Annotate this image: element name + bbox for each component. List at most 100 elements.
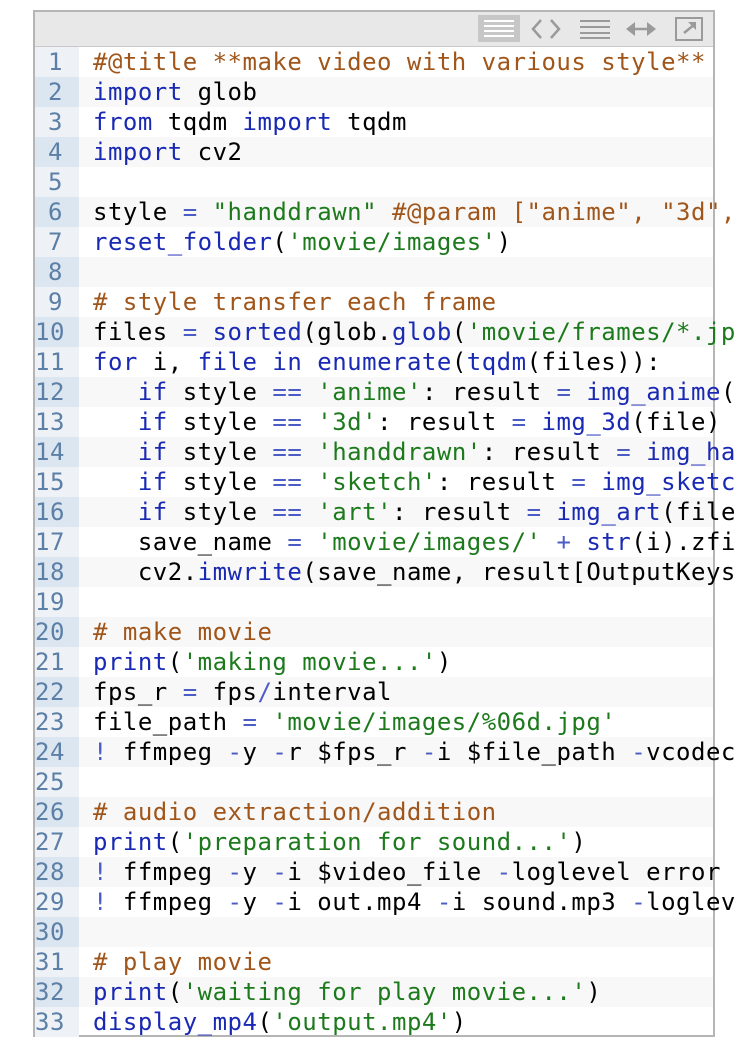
code-token bbox=[302, 528, 317, 556]
code-token bbox=[257, 708, 272, 736]
wrap-button[interactable] bbox=[578, 15, 612, 42]
code-token bbox=[257, 348, 272, 376]
code-token: ) bbox=[571, 828, 587, 856]
code-token: reset_folder bbox=[93, 228, 273, 256]
code-token: = bbox=[242, 708, 258, 736]
code-token: r $fps_r bbox=[287, 738, 422, 766]
code-token: == bbox=[272, 468, 303, 496]
code-token: - bbox=[631, 738, 647, 766]
view-source-button[interactable] bbox=[478, 15, 520, 42]
code-token: (save_name, result[OutputKeys bbox=[302, 558, 736, 586]
code-token: img_ha bbox=[646, 438, 736, 466]
code-line: 29! ffmpeg -y -i out.mp4 -i sound.mp3 -l… bbox=[35, 887, 735, 917]
code-token: - bbox=[631, 888, 647, 916]
code-token: if bbox=[137, 498, 168, 526]
line-number: 2 bbox=[35, 77, 79, 107]
code-token: str bbox=[586, 528, 632, 556]
code-token: #@param ["anime", "3d", bbox=[392, 198, 736, 226]
code-token: ( bbox=[167, 828, 183, 856]
code-token: (glob. bbox=[302, 318, 393, 346]
code-token: print bbox=[93, 828, 168, 856]
line-number: 29 bbox=[35, 887, 79, 917]
code-text: files = sorted(glob.glob('movie/frames/*… bbox=[79, 317, 736, 347]
code-token bbox=[302, 408, 317, 436]
code-token: - bbox=[436, 888, 452, 916]
code-text: # style transfer each frame bbox=[79, 287, 497, 317]
line-number: 8 bbox=[35, 257, 79, 287]
line-number: 21 bbox=[35, 647, 79, 677]
code-token: ffmpeg bbox=[107, 858, 228, 886]
code-token: cv2 bbox=[182, 138, 243, 166]
line-number: 9 bbox=[35, 287, 79, 317]
line-number: 13 bbox=[35, 407, 79, 437]
code-token: 'anime' bbox=[317, 378, 422, 406]
code-line: 2 import glob bbox=[35, 77, 713, 107]
code-token: save_name bbox=[93, 528, 288, 556]
code-token: if bbox=[137, 408, 168, 436]
code-button[interactable] bbox=[529, 15, 563, 42]
line-number: 23 bbox=[35, 707, 79, 737]
code-token: y bbox=[242, 738, 273, 766]
line-number: 5 bbox=[35, 167, 79, 197]
code-token: == bbox=[272, 438, 303, 466]
code-token: ! bbox=[93, 738, 108, 766]
code-token: tqdm bbox=[152, 108, 243, 136]
code-token bbox=[302, 348, 317, 376]
code-token: ffmpeg bbox=[107, 738, 228, 766]
code-token: - bbox=[272, 888, 288, 916]
line-number: 6 bbox=[35, 197, 79, 227]
code-token bbox=[198, 318, 213, 346]
code-token: : result bbox=[421, 378, 557, 406]
code-token: (i).zfi bbox=[631, 528, 736, 556]
code-token: == bbox=[272, 408, 303, 436]
code-token bbox=[527, 408, 542, 436]
code-token: display_mp4 bbox=[93, 1008, 258, 1036]
code-token: loglev bbox=[646, 888, 736, 916]
code-token: fps_r bbox=[93, 678, 183, 706]
code-area[interactable]: 1#@title **make video with various style… bbox=[35, 47, 735, 1037]
line-number: 20 bbox=[35, 617, 79, 647]
code-token: if bbox=[137, 438, 168, 466]
code-token: import bbox=[93, 78, 183, 106]
code-text: #@title **make video with various style*… bbox=[79, 47, 706, 77]
open-new-window-button[interactable] bbox=[671, 15, 707, 42]
wrap-icon bbox=[580, 19, 610, 39]
code-token: 'movie/images/' bbox=[317, 528, 542, 556]
code-line: 5 bbox=[35, 167, 713, 197]
code-token: ( bbox=[257, 1008, 273, 1036]
code-token: - bbox=[272, 858, 288, 886]
code-token: i sound.mp3 bbox=[451, 888, 632, 916]
code-line: 19 bbox=[35, 587, 713, 617]
code-token bbox=[302, 498, 317, 526]
expand-horizontal-button[interactable] bbox=[623, 15, 659, 42]
code-token: sorted bbox=[212, 318, 303, 346]
view-source-icon bbox=[484, 19, 514, 37]
code-token: glob bbox=[392, 318, 452, 346]
code-line: 14 if style == 'handdrawn': result = img… bbox=[35, 437, 735, 467]
line-number: 25 bbox=[35, 767, 79, 797]
code-line: 18 cv2.imwrite(save_name, result[OutputK… bbox=[35, 557, 735, 587]
code-token bbox=[93, 468, 138, 496]
line-number: 22 bbox=[35, 677, 79, 707]
code-text: file_path = 'movie/images/%06d.jpg' bbox=[79, 707, 616, 737]
code-token: glob bbox=[182, 78, 258, 106]
code-line: 24! ffmpeg -y -r $fps_r -i $file_path -v… bbox=[35, 737, 735, 767]
code-text bbox=[79, 257, 93, 287]
code-line: 17 save_name = 'movie/images/' + str(i).… bbox=[35, 527, 735, 557]
code-token: for bbox=[93, 348, 138, 376]
code-token: vcodec bbox=[646, 738, 736, 766]
code-text: ! ffmpeg -y -i $video_file -loglevel err… bbox=[79, 857, 721, 887]
code-line: 25 bbox=[35, 767, 713, 797]
code-token: 'making movie...' bbox=[182, 648, 437, 676]
code-text: ! ffmpeg -y -i out.mp4 -i sound.mp3 -log… bbox=[79, 887, 736, 917]
code-token: # make movie bbox=[93, 618, 273, 646]
code-token: img_sketc bbox=[601, 468, 736, 496]
code-token bbox=[93, 438, 138, 466]
line-number: 32 bbox=[35, 977, 79, 1007]
code-token: = bbox=[556, 378, 572, 406]
